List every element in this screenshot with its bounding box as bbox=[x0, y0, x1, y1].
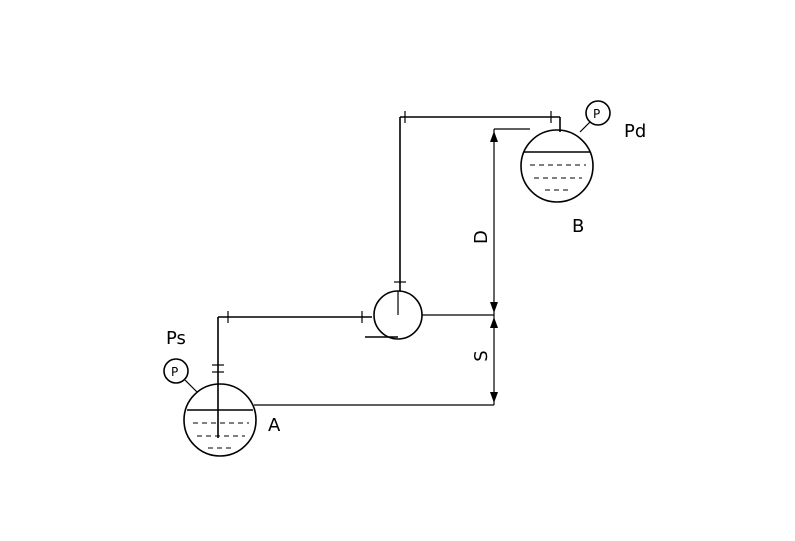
suction-pressure-label: Ps bbox=[166, 328, 186, 349]
discharge-pipe bbox=[394, 111, 561, 291]
arrow-up bbox=[490, 317, 498, 328]
tank-a bbox=[183, 383, 257, 457]
tank-a-label: A bbox=[268, 415, 281, 436]
tank-icon bbox=[183, 383, 257, 457]
arrow-up bbox=[490, 131, 498, 142]
pressure-gauge-icon bbox=[163, 358, 189, 384]
tank-icon bbox=[520, 129, 594, 203]
arrow-down bbox=[490, 392, 498, 403]
pressure-gauge-icon bbox=[585, 100, 611, 126]
discharge-pressure-label: Pd bbox=[624, 121, 646, 142]
pump bbox=[365, 290, 423, 340]
gauge-b-label: P bbox=[593, 107, 600, 121]
discharge-height-label: D bbox=[471, 230, 492, 244]
discharge-gauge bbox=[579, 100, 611, 133]
tank-b bbox=[520, 129, 594, 203]
suction-height-label: S bbox=[471, 350, 492, 361]
reference-lines bbox=[254, 128, 530, 406]
suction-pipe bbox=[212, 311, 372, 438]
suction-gauge bbox=[163, 358, 198, 393]
tank-b-label: B bbox=[572, 216, 584, 237]
arrow-down bbox=[490, 302, 498, 313]
gauge-a-label: P bbox=[171, 365, 178, 379]
elevation-dimension bbox=[490, 129, 498, 405]
